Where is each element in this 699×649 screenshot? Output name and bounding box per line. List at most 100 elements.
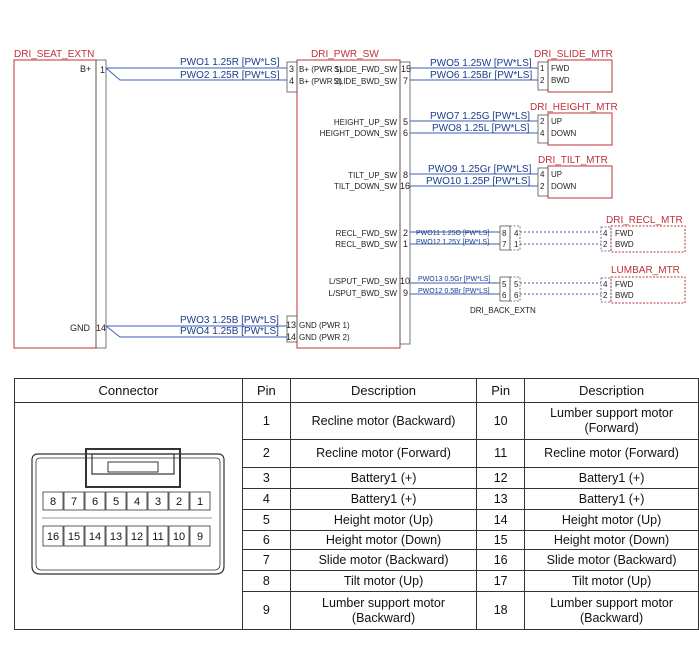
wire-pwo3-label: PWO3 1.25B [PW*LS] [180, 315, 279, 326]
sw-pin16: 16 [400, 181, 410, 191]
pin-cell: 13 [476, 488, 526, 510]
recl-pin2-lbl: BWD [615, 240, 634, 249]
pin-cell: 10 [476, 402, 526, 440]
description-cell: Slide motor (Backward) [524, 549, 699, 571]
description-cell: Recline motor (Forward) [524, 439, 699, 468]
sw-pin9: 9 [403, 288, 408, 298]
wire-pwo10-label: PWO10 1.25P [PW*LS] [426, 176, 531, 187]
wire-pwo8-label: PWO8 1.25L [PW*LS] [432, 123, 530, 134]
header-description-2: Description [524, 378, 699, 403]
table-row: 6 Height motor (Down) 15 Height motor (D… [15, 530, 699, 550]
bx-pin7: 7 [502, 240, 507, 249]
sw-slide-bwd: SLIDE_BWD_SW [333, 77, 397, 86]
pwr-sw-conn-right [399, 61, 411, 345]
description-cell: Lumber support motor (Backward) [289, 591, 478, 630]
table-header-row: Connector Pin Description Pin Descriptio… [14, 378, 699, 403]
lumbar-mtr-label: LUMBAR_MTR [611, 265, 680, 276]
pin-cell: 15 [476, 530, 526, 550]
table-row: 3 Battery1 (+) 12 Battery1 (+) [15, 467, 699, 489]
recl-mtr-conn [600, 226, 612, 252]
sw-pin15: 15 [401, 64, 411, 74]
description-cell: Height motor (Up) [524, 509, 699, 531]
table-row: 2 Recline motor (Forward) 11 Recline mot… [15, 439, 699, 468]
bx-pin8: 8 [502, 229, 507, 238]
sw-tilt-down: TILT_DOWN_SW [334, 182, 397, 191]
wiring-schematic: DRI_SEAT_EXTN B+ 1 GND 14 DRI_PWR_SW PWO… [13, 49, 686, 349]
lumbar-pin2-lbl: BWD [615, 291, 634, 300]
pin-cell: 2 [241, 439, 291, 468]
sw-tilt-up: TILT_UP_SW [348, 171, 397, 180]
connector-inner [36, 457, 221, 571]
bx-pin5a: 5 [502, 280, 507, 289]
description-cell: Recline motor (Backward) [289, 402, 478, 440]
pin-cell: 6 [241, 530, 291, 550]
conn-pin-label: 11 [153, 531, 164, 543]
seat-extn-gnd: GND [70, 323, 91, 333]
seat-extn-box [13, 59, 97, 349]
sw-pin2: 2 [403, 228, 408, 238]
description-cell: Recline motor (Forward) [289, 439, 478, 468]
pin-cell: 9 [241, 591, 291, 630]
pwr-pin14: 14 [286, 332, 296, 342]
pin-cell: 4 [241, 488, 291, 510]
wire-pwo2-label: PWO2 1.25R [PW*LS] [180, 70, 280, 81]
wire-pwo1-label: PWO1 1.25R [PW*LS] [180, 57, 280, 68]
pin-cell: 12 [476, 467, 526, 489]
lumbar-pin4: 4 [603, 280, 608, 289]
pwr-pin4-lbl: B+ (PWR 2) [299, 77, 342, 86]
sw-pin8: 8 [403, 170, 408, 180]
lumbar-pin2: 2 [603, 291, 608, 300]
bx-pin6b: 6 [514, 291, 519, 300]
description-cell: Height motor (Up) [289, 509, 478, 531]
tilt-pin4-lbl: UP [551, 170, 562, 179]
description-cell: Slide motor (Backward) [289, 549, 478, 571]
pwr-pin4: 4 [289, 76, 294, 86]
header-description: Description [289, 378, 478, 403]
seat-extn-connector [95, 59, 107, 349]
pwr-pin13: 13 [286, 320, 296, 330]
wire-pwo4-label: PWO4 1.25B [PW*LS] [180, 326, 279, 337]
slide-pin2: 2 [540, 76, 545, 85]
slide-mtr-label: DRI_SLIDE_MTR [534, 49, 613, 60]
connector-shell [31, 453, 226, 575]
wire-pwo11-label: PWO11 1.25O [PW*LS] [416, 230, 489, 237]
conn-pin-label: 5 [113, 496, 119, 508]
connector-face-diagram: 8 7 6 5 4 3 2 1 16 15 14 13 12 11 [31, 448, 226, 575]
pin-cell: 14 [476, 509, 526, 531]
table-row: 7 Slide motor (Backward) 16 Slide motor … [15, 549, 699, 571]
conn-pin-label: 3 [155, 496, 161, 508]
description-cell: Tilt motor (Up) [524, 570, 699, 592]
wire-pwo6-label: PWO6 1.25Br [PW*LS] [430, 70, 532, 81]
description-cell: Tilt motor (Up) [289, 570, 478, 592]
pwr-pin3-lbl: B+ (PWR 1) [299, 65, 342, 74]
pwr-sw-conn-top [286, 61, 298, 93]
sw-recl-bwd: RECL_BWD_SW [335, 240, 397, 249]
pwr-sw-box [296, 59, 401, 349]
recl-pin4-lbl: FWD [615, 229, 633, 238]
pin-cell: 3 [241, 467, 291, 489]
sw-slide-fwd: SLIDE_FWD_SW [334, 65, 398, 74]
slide-pin2-lbl: BWD [551, 76, 570, 85]
connector-latch-slot [107, 461, 159, 473]
pin-table: Connector Pin Description Pin Descriptio… [14, 378, 699, 630]
sw-pin10: 10 [400, 276, 410, 286]
slide-mtr-conn [537, 61, 549, 91]
bx-pin6a: 6 [502, 291, 507, 300]
sw-pin6: 6 [403, 128, 408, 138]
sw-pin1: 1 [403, 239, 408, 249]
conn-pin-label: 10 [173, 531, 185, 543]
height-pin4-lbl: DOWN [551, 129, 577, 138]
table-row: 8 7 6 5 4 3 2 1 16 15 14 13 12 11 [14, 402, 699, 630]
pwr-pin14-lbl: GND (PWR 2) [299, 333, 350, 342]
sw-recl-fwd: RECL_FWD_SW [336, 229, 398, 238]
wire-pwo2 [105, 67, 287, 81]
pin-cell: 8 [241, 570, 291, 592]
recl-pin2: 2 [603, 240, 608, 249]
pwr-sw-label: DRI_PWR_SW [311, 49, 379, 60]
description-cell: Battery1 (+) [524, 467, 699, 489]
connector-latch-inner [91, 453, 176, 475]
tilt-pin2-lbl: DOWN [551, 182, 577, 191]
connector-bottom-cells [43, 525, 211, 547]
height-pin2-lbl: UP [551, 117, 562, 126]
header-pin-2: Pin [476, 378, 526, 403]
